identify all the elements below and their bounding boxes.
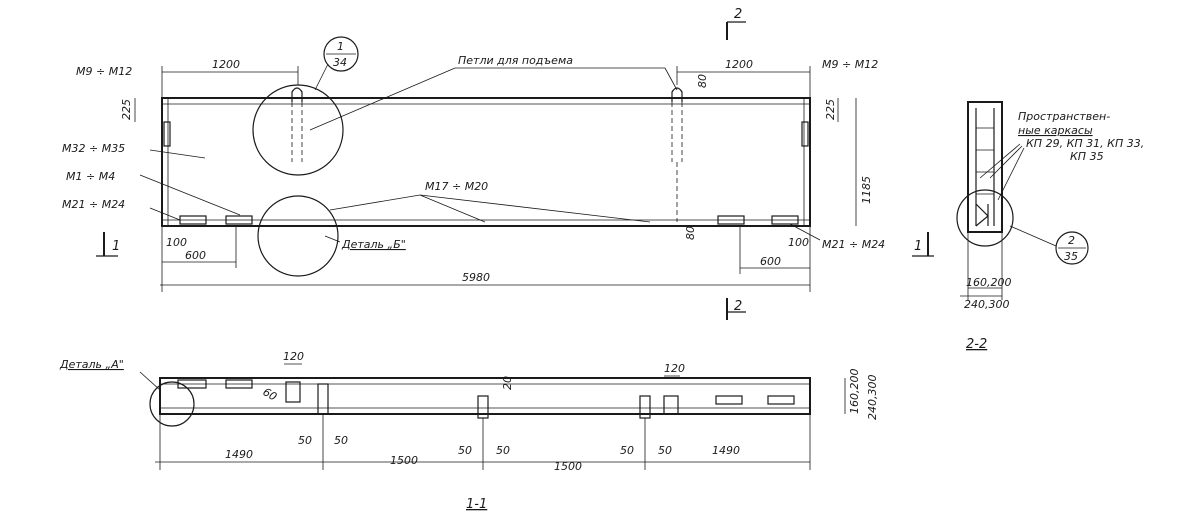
leader-detail-a: [139, 371, 161, 391]
dim-100-right: 100: [788, 236, 809, 249]
dim-600-right: 600: [760, 255, 781, 268]
leader-detail-b: [324, 235, 341, 243]
section-1-1: Деталь „А" 120 120 20 60 50 50 50 50 50 …: [59, 350, 879, 512]
lifting-loop-left: [291, 87, 303, 102]
dim-60: 60: [261, 385, 280, 403]
embed-plate-side: [163, 121, 171, 147]
dim-1500-mid: 1500: [390, 454, 418, 467]
embed-plate-side: [801, 121, 809, 147]
label-m1-m4: М1 ÷ М4: [66, 170, 115, 183]
dim-240-300: 240,300: [866, 375, 879, 421]
dim-1490-left: 1490: [225, 448, 253, 461]
cut-1-left-label: 1: [112, 239, 120, 254]
callout-bottom: 34: [333, 56, 347, 69]
elevation-view: М9 ÷ М12 М9 ÷ М12 М32 ÷ М35 М1 ÷ М4 М21 …: [62, 7, 934, 320]
lifting-loop-right: [671, 87, 683, 102]
callout-2-top: 2: [1068, 234, 1075, 247]
dim-160-200: 160,200: [966, 276, 1012, 289]
dim-20: 20: [501, 376, 514, 390]
post: [663, 395, 679, 415]
label-frames-1: Пространствен-: [1018, 110, 1110, 123]
dim-120-right: 120: [664, 362, 685, 375]
dim-1200-right: 1200: [725, 58, 753, 71]
leader-frames: [997, 147, 1025, 201]
callout-leader: [314, 63, 329, 91]
embed-plate: [717, 215, 745, 225]
dim-50-a: 50: [298, 434, 312, 447]
label-m17-m20: М17 ÷ М20: [425, 180, 488, 193]
leader-frames: [979, 143, 1021, 179]
label-m9-m12-right: М9 ÷ М12: [822, 58, 878, 71]
leader-m17: [329, 194, 421, 211]
label-m21-m24-right: М21 ÷ М24: [822, 238, 885, 251]
dim-80-top: 80: [696, 74, 709, 88]
cut-2-bottom-label: 2: [734, 299, 742, 314]
beam-outline: [161, 97, 811, 227]
dim-80-bottom: 80: [684, 226, 697, 240]
cut-1-right-label: 1: [914, 239, 922, 254]
detail-circle-a: [149, 381, 195, 427]
label-frames-4: КП 35: [1070, 150, 1104, 163]
dim-225-left: 225: [120, 99, 133, 120]
post: [317, 383, 329, 415]
section-outline: [159, 377, 811, 415]
dim-50-c: 50: [458, 444, 472, 457]
leader-m17: [419, 194, 486, 223]
leader-m21-right: [789, 223, 821, 241]
dim-1490-right: 1490: [712, 444, 740, 457]
dim-100-left: 100: [166, 236, 187, 249]
label-m21-m24-left: М21 ÷ М24: [62, 198, 125, 211]
dim-1200-left: 1200: [212, 58, 240, 71]
label-m32-m35: М32 ÷ М35: [62, 142, 125, 155]
embed-plate: [225, 379, 253, 389]
embed-plate: [715, 395, 743, 405]
dim-50-d: 50: [496, 444, 510, 457]
dim-225-right: 225: [824, 99, 837, 120]
embed-plate: [767, 395, 795, 405]
callout-bubble: [323, 36, 359, 72]
label-detail-b: Деталь „Б": [341, 238, 406, 251]
label-frames-3: КП 29, КП 31, КП 33,: [1026, 137, 1144, 150]
detail-circle-b: [257, 195, 339, 277]
embed-plate: [771, 215, 799, 225]
leader-loops: [309, 67, 456, 131]
cut-2-top-label: 2: [734, 7, 742, 22]
section-outline: [967, 101, 1003, 233]
embed-plate: [177, 379, 207, 389]
callout-2-bottom: 35: [1064, 250, 1078, 263]
label-detail-a: Деталь „А": [59, 358, 124, 371]
frame-bottom-detail: [975, 203, 989, 227]
section-2-2: Пространствен- ные каркасы КП 29, КП 31,…: [956, 101, 1144, 352]
leader-m1: [139, 174, 241, 216]
section-title-1-1: 1-1: [466, 497, 487, 512]
callout-top: 1: [337, 40, 344, 53]
embed-plate: [225, 215, 253, 225]
detail-circle-2: [956, 189, 1014, 247]
label-m9-m12-left: М9 ÷ М12: [76, 65, 132, 78]
dim-240-300: 240,300: [964, 298, 1010, 311]
dim-600-left: 600: [185, 249, 206, 262]
dim-1500-right: 1500: [554, 460, 582, 473]
dim-50-b: 50: [334, 434, 348, 447]
leader-frames: [989, 145, 1023, 179]
dim-50-e: 50: [620, 444, 634, 457]
dim-5980: 5980: [462, 271, 490, 284]
dim-160-200: 160,200: [848, 369, 861, 415]
section-title-2-2: 2-2: [966, 337, 987, 352]
leader-m17: [419, 194, 651, 223]
leader-m32: [149, 149, 206, 159]
dim-120-left: 120: [283, 350, 304, 363]
dim-1185: 1185: [860, 176, 873, 204]
leader-m21: [149, 207, 181, 221]
dim-50-f: 50: [658, 444, 672, 457]
leader-loops: [664, 67, 678, 91]
callout-bubble-2: [1055, 231, 1089, 265]
label-frames-2: ные каркасы: [1018, 124, 1093, 137]
label-loops: Петли для подъема: [458, 54, 573, 67]
post: [285, 381, 301, 403]
leader-callout-2: [1009, 225, 1057, 247]
